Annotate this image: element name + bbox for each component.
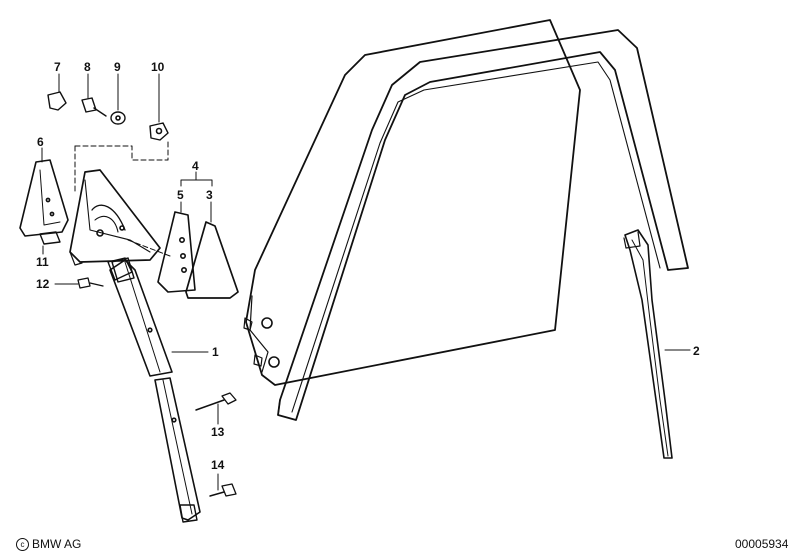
callout-6: 6 bbox=[37, 135, 44, 149]
callout-1: 1 bbox=[212, 345, 219, 359]
callout-9: 9 bbox=[114, 60, 121, 74]
document-number: 00005934 bbox=[735, 537, 789, 551]
nut-10 bbox=[149, 122, 169, 141]
rail-bracket bbox=[111, 257, 135, 283]
leader-lines bbox=[41, 73, 691, 491]
callout-3: 3 bbox=[206, 188, 213, 202]
callout-5: 5 bbox=[177, 188, 184, 202]
screw-12 bbox=[77, 277, 104, 289]
washer-9 bbox=[110, 111, 126, 125]
copyright-symbol: c bbox=[16, 538, 29, 551]
rear-guide-rail bbox=[623, 229, 673, 459]
callout-2: 2 bbox=[693, 344, 700, 358]
triangle-cover-3 bbox=[185, 221, 239, 299]
callout-14: 14 bbox=[211, 458, 225, 472]
triangle-trim-6 bbox=[19, 159, 69, 237]
callout-8: 8 bbox=[84, 60, 91, 74]
callout-4: 4 bbox=[192, 159, 199, 173]
bolt-13 bbox=[195, 392, 237, 411]
callout-12: 12 bbox=[36, 277, 50, 291]
callout-10: 10 bbox=[151, 60, 165, 74]
callout-11: 11 bbox=[36, 255, 49, 269]
screw-8 bbox=[81, 97, 107, 117]
clip-11 bbox=[39, 231, 61, 245]
window-frame-channel bbox=[277, 29, 689, 421]
corner-bracket bbox=[69, 169, 161, 266]
callout-labels: 7 8 9 10 6 4 5 3 11 12 1 2 13 14 bbox=[36, 60, 700, 472]
callout-7: 7 bbox=[54, 60, 61, 74]
front-guide-rail bbox=[107, 257, 201, 523]
nut-7 bbox=[47, 91, 67, 111]
spacer-5 bbox=[157, 211, 196, 293]
bolt-14 bbox=[209, 483, 237, 497]
callout-13: 13 bbox=[211, 425, 225, 439]
copyright-text: BMW AG bbox=[32, 537, 82, 551]
door-glass bbox=[243, 19, 581, 386]
